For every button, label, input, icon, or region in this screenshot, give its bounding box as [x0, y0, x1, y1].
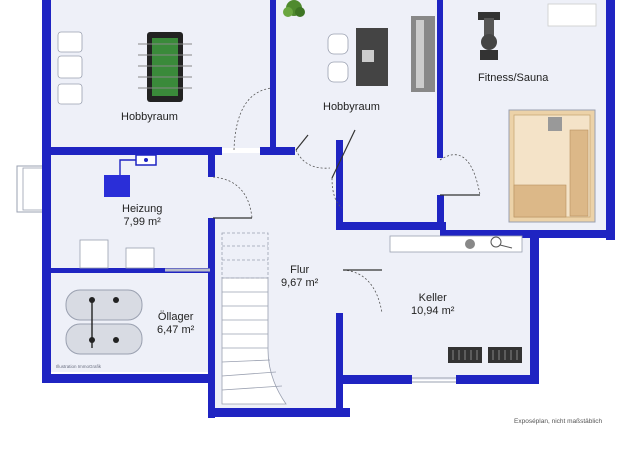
wall-fitness-right [606, 0, 615, 240]
staircase [221, 232, 287, 405]
door-hobby-left [233, 87, 273, 151]
room-label-hobby-left: Hobbyraum [121, 111, 178, 124]
heating-equipment [79, 154, 157, 269]
room-area: 7,99 m² [123, 216, 161, 228]
room-label-oellager: Öllager 6,47 m² [157, 311, 194, 337]
room-area: 10,94 m² [411, 305, 455, 317]
wall-oellager-right [208, 273, 215, 418]
chairs-mid [327, 33, 349, 83]
wall-heizung-bottom [50, 268, 210, 273]
wall-bottom-left [42, 374, 212, 383]
wall-bottom-flur [208, 408, 350, 417]
wall-keller-bottom-b [456, 375, 539, 384]
room-name: Fitness/Sauna [478, 72, 549, 84]
wall-keller-top [336, 222, 446, 230]
room-name: Öllager [157, 311, 194, 323]
disclaimer: Exposéplan, nicht maßstäblich [514, 418, 603, 425]
room-area: 9,67 m² [281, 277, 319, 289]
room-label-keller: Keller 10,94 m² [411, 292, 454, 318]
room-area: 6,47 m² [157, 324, 195, 336]
wall-keller-right [530, 230, 539, 383]
door-keller [342, 269, 383, 314]
door-flur-top [295, 149, 331, 169]
wall-heizung-flur [208, 155, 215, 177]
doors [212, 87, 481, 314]
wall-left-divider [270, 0, 276, 150]
plant-icon [283, 0, 305, 17]
wall-fitness-bottom [440, 230, 615, 238]
room-name: Hobbyraum [121, 111, 178, 123]
walls [42, 0, 615, 418]
wall-heizung-flur-b [208, 218, 215, 273]
room-name: Hobbyraum [323, 101, 380, 113]
wall-hobby-bottom [42, 147, 222, 155]
room-label-hobby-mid: Hobbyraum [323, 101, 380, 114]
exercise-bike [478, 12, 500, 60]
wall-flur-right [336, 140, 343, 228]
illustration-credit: Illustration ImmoGrafik [56, 364, 102, 369]
mat-fitness [547, 3, 597, 27]
crates [448, 347, 522, 363]
chairs-left [57, 31, 83, 105]
keller-counter [389, 235, 523, 253]
oil-tanks [65, 289, 143, 355]
room-name: Flur [290, 264, 310, 276]
wall-fitness-left-lower [437, 195, 444, 230]
wall-hobby-bottom-b [260, 147, 295, 155]
room-name: Heizung [122, 203, 163, 215]
wall-outer-left [42, 0, 51, 383]
sauna [508, 109, 596, 223]
wall-mid-divider [437, 0, 443, 158]
wall-flur-keller [336, 313, 343, 417]
door-leaves [213, 129, 480, 271]
room-label-heizung: Heizung 7,99 m² [122, 203, 162, 229]
foosball-table [138, 32, 192, 102]
floor-oellager [50, 272, 210, 372]
door-fitness [439, 154, 481, 196]
room-label-fitness: Fitness/Sauna [478, 72, 548, 85]
room-name: Keller [418, 292, 447, 304]
room-label-flur: Flur 9,67 m² [281, 264, 318, 290]
wall-keller-bottom [342, 375, 412, 384]
desk [356, 16, 435, 92]
thin-lines [165, 268, 456, 383]
